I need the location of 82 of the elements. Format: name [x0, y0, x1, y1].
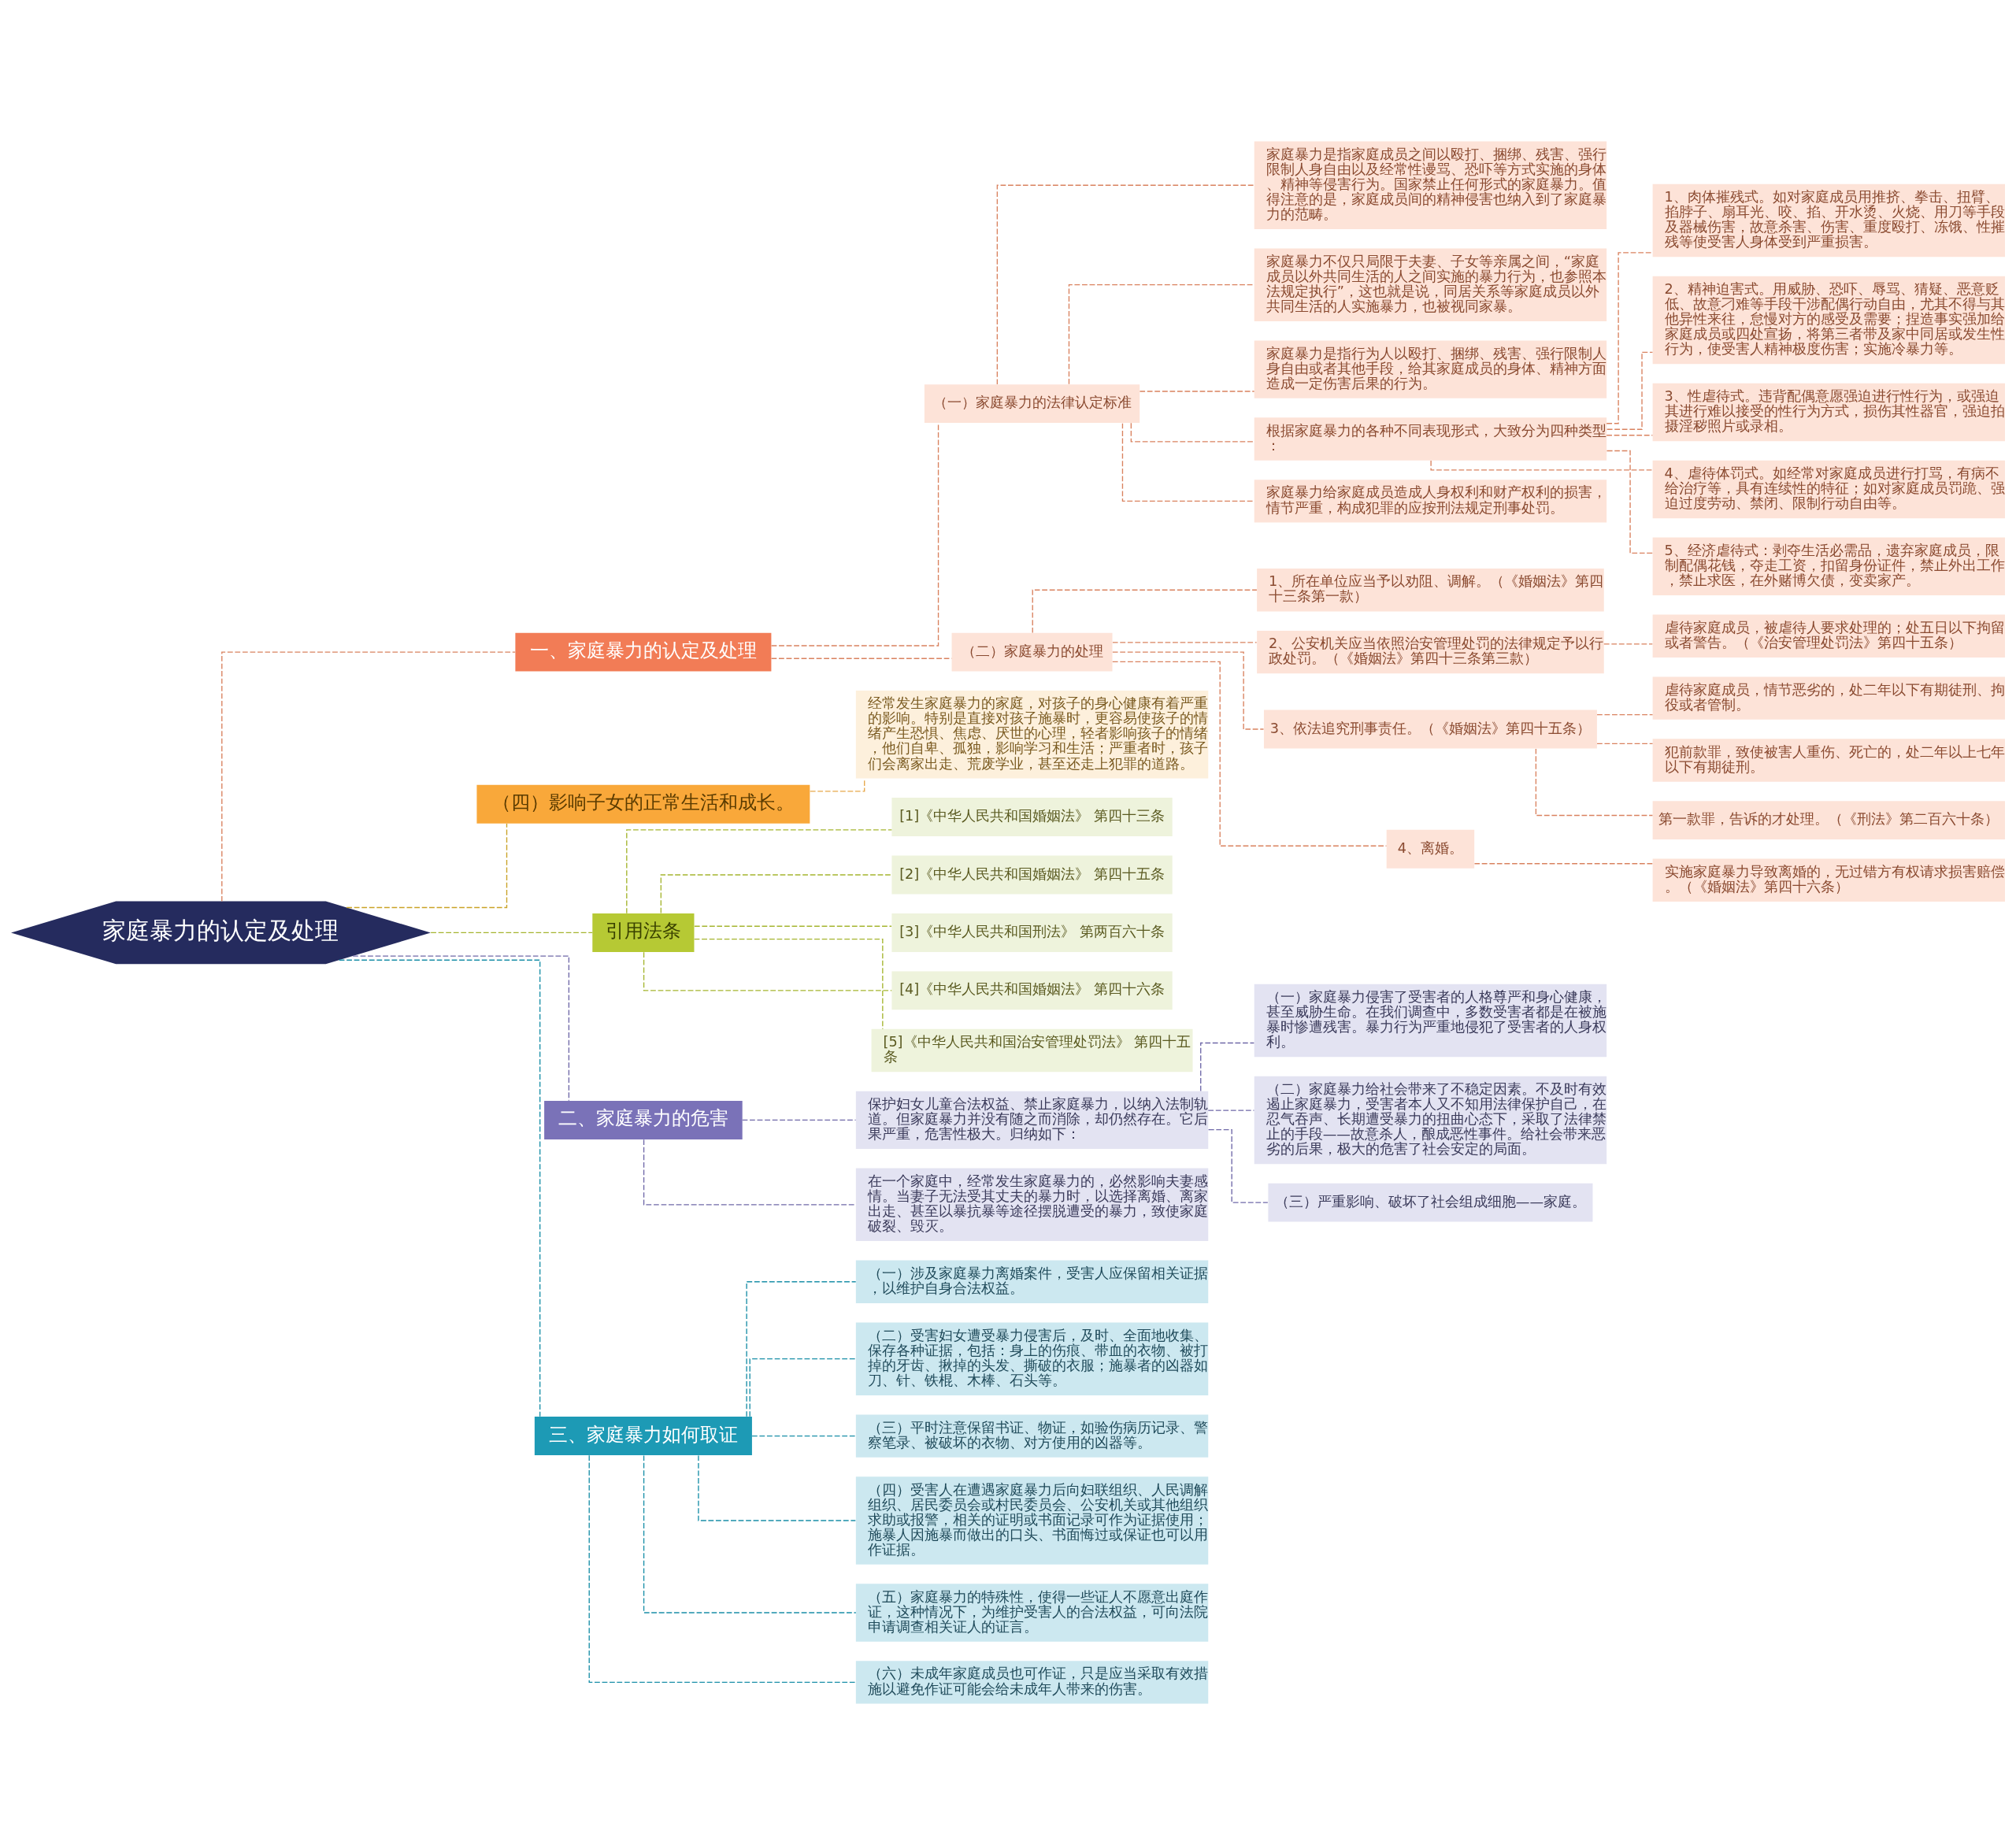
- node-box: 三、家庭暴力如何取证: [534, 1417, 752, 1456]
- node-box: [4]《中华人民共和国婚姻法》 第四十六条: [891, 971, 1173, 1010]
- node-box: （三）严重影响、破坏了社会组成细胞——家庭。: [1268, 1183, 1593, 1222]
- node-box: 家庭暴力给家庭成员造成人身权利和财产权利的损害，情节严重，构成犯罪的应按刑法规定刑事处罚。: [1254, 480, 1607, 523]
- connector: [1121, 423, 1255, 502]
- node-box: 经常发生家庭暴力的家庭，对孩子的身心健康有着严重的影响。特别是直接对孩子施暴时，更容易使孩子的情绪产生恐惧、焦虑、厌世的心理，轻者影响孩子的情绪，他们自卑、孤独，影响学习和生活；严重者时，孩子们会离家出走、荒废学业，甚至还走上犯罪的道路。: [855, 691, 1209, 779]
- connector: [352, 955, 570, 1102]
- connector: [1130, 422, 1255, 443]
- connector: [1535, 748, 1654, 817]
- connector: [1473, 863, 1654, 865]
- node-box: （五）家庭暴力的特殊性，使得一些证人不愿意出庭作证，这种情况下，为维护受害人的合法权益，可向法院申请调查相关证人的证言。: [855, 1584, 1209, 1642]
- node-box: 家庭暴力是指行为人以殴打、捆绑、残害、强行限制人身自由或者其他手段，给其家庭成员的身体、精神方面造成一定伤害后果的行为。: [1254, 340, 1607, 398]
- node-box: （二）家庭暴力的处理: [951, 632, 1113, 672]
- node-box: 引用法条: [592, 913, 695, 952]
- node-box: （二）家庭暴力给社会带来了不稳定因素。不及时有效遏止家庭暴力，受害者本人又不知用法律保护自己，在忍气吞声、长期遭受暴力的扭曲心态下，采取了法律禁止的手段——故意杀人，酿成恶性事件。给社会带来恶劣的后果，极大的危害了社会安定的局面。: [1254, 1076, 1607, 1165]
- connector: [1606, 435, 1653, 436]
- node-box: 虐待家庭成员，被虐待人要求处理的；处五日以下拘留或者警告。（《治安管理处罚法》第四十五条）: [1652, 614, 2006, 658]
- node-box: [3]《中华人民共和国刑法》 第两百六十条: [891, 913, 1173, 952]
- connector: [339, 959, 541, 1417]
- connector: [1207, 1128, 1269, 1203]
- connector: [221, 651, 516, 902]
- node-box: （一）家庭暴力的法律认定标准: [924, 384, 1140, 424]
- node-box: 根据家庭暴力的各种不同表现形式，大致分为四种类型：: [1254, 417, 1607, 461]
- node-box: 一、家庭暴力的认定及处理: [515, 632, 772, 672]
- node-box: 保护妇女儿童合法权益、禁止家庭暴力，以纳入法制轨道。但家庭暴力并没有随之而消除，却仍然存在。它后果严重，危害性极大。归纳如下：: [855, 1091, 1209, 1150]
- node-box: 1、肉体摧残式。如对家庭成员用推挤、拳击、扭臂、掐脖子、扇耳光、咬、掐、开水烫、火烧、用刀等手段及器械伤害，故意杀害、伤害、重度殴打、冻饿、性摧残等使受害人身体受到严重损害。: [1652, 183, 2006, 257]
- connector: [643, 1454, 857, 1613]
- node-box: [2]《中华人民共和国婚姻法》 第四十五条: [891, 855, 1173, 895]
- node-box: 1、所在单位应当予以劝阻、调解。（《婚姻法》第四十三条第一款）: [1257, 569, 1604, 612]
- connector: [1068, 284, 1254, 385]
- connector: [1596, 714, 1654, 716]
- node-box: （二）受害妇女遭受暴力侵害后，及时、全面地收集、保存各种证据，包括：身上的伤痕、带血的衣物、被打掉的牙齿、揪掉的头发、撕破的衣服；施暴者的凶器如刀、针、铁棍、木棒、石头等。: [855, 1322, 1209, 1395]
- connector: [1112, 651, 1265, 730]
- connector: [626, 829, 892, 914]
- node-box: [5]《中华人民共和国治安管理处罚法》 第四十五条: [871, 1028, 1193, 1073]
- connector: [698, 1454, 856, 1521]
- node-box: 二、家庭暴力的危害: [544, 1100, 743, 1139]
- connector: [1032, 589, 1258, 634]
- node-box: 4、离婚。: [1386, 829, 1475, 869]
- node-box: [1]《中华人民共和国婚姻法》 第四十三条: [891, 798, 1173, 837]
- connector: [1606, 252, 1653, 424]
- node-box: 家庭暴力是指家庭成员之间以殴打、捆绑、残害、强行限制人身自由以及经常性谩骂、恐吓等方式实施的身体、精神等侵害行为。国家禁止任何形式的家庭暴力。值得注意的是，家庭成员间的精神侵害也纳入到了家庭暴力的范畴。: [1254, 141, 1607, 229]
- connector: [1139, 391, 1255, 392]
- connector: [643, 1139, 857, 1206]
- connector: [660, 874, 892, 914]
- node-box: 犯前款罪，致使被害人重伤、死亡的，处二年以上七年以下有期徒刑。: [1652, 739, 2006, 782]
- connector: [1200, 1042, 1255, 1092]
- connector: [996, 184, 1255, 385]
- connector: [1207, 1110, 1255, 1111]
- node-box: 在一个家庭中，经常发生家庭暴力的，必然影响夫妻感情。当妻子无法受其丈夫的暴力时，以选择离婚、离家出走、甚至以暴抗暴等途径摆脱遭受的暴力，致使家庭破裂、毁灭。: [855, 1168, 1209, 1242]
- node-box: （三）平时注意保留书证、物证，如验伤病历记录、警察笔录、被破坏的衣物、对方使用的凶器等。: [855, 1414, 1209, 1458]
- connector: [1596, 743, 1654, 745]
- connector: [430, 932, 593, 934]
- connector: [751, 1435, 857, 1437]
- node-box: 4、虐待体罚式。如经常对家庭成员进行打骂，有病不给治疗等，具有连续性的特征；如对家庭成员罚跪、强迫过度劳动、禁闭、限制行动自由等。: [1652, 460, 2006, 519]
- connector: [694, 938, 884, 1030]
- node-box: （六）未成年家庭成员也可作证，只是应当采取有效措施以避免作证可能会给未成年人带来的伤害。: [855, 1661, 1209, 1704]
- connector: [742, 1119, 857, 1121]
- connector: [746, 1281, 857, 1417]
- connector: [1606, 351, 1654, 430]
- node-box: （一）家庭暴力侵害了受害者的人格尊严和身心健康，甚至威胁生命。在我们调查中，多数受害者都是在被施暴时惨遭残害。暴力行为严重地侵犯了受害者的人身权利。: [1254, 984, 1607, 1058]
- connector: [643, 951, 892, 991]
- connector: [588, 1454, 857, 1684]
- connector: [1430, 460, 1654, 471]
- node-box: 第一款罪，告诉的才处理。（《刑法》第二百六十条）: [1652, 801, 2006, 840]
- connector: [346, 823, 508, 909]
- node-box: 3、依法追究刑事责任。（《婚姻法》第四十五条）: [1263, 709, 1597, 749]
- node-box: 3、性虐待式。违背配偶意愿强迫进行性行为，或强迫其进行难以接受的性行为方式，损伤其性器官，强迫拍摄淫秽照片或录相。: [1652, 383, 2006, 442]
- node-box: 家庭暴力不仅只局限于夫妻、子女等亲属之间，“家庭成员以外共同生活的人之间实施的暴力行为，也参照本法规定执行”，这也就是说，同居关系等家庭成员以外共同生活的人实施暴力，也被视同家暴。: [1254, 248, 1607, 321]
- node-box: （四）影响子女的正常生活和成长。: [476, 784, 810, 824]
- node-box: 5、经济虐待式：剥夺生活必需品，遗弃家庭成员，限制配偶花钱，夺走工资，扣留身份证件，禁止外出工作，禁止求医，在外赌博欠债，变卖家产。: [1652, 537, 2006, 596]
- node-box: （一）涉及家庭暴力离婚案件，受害人应保留相关证据，以维护自身合法权益。: [855, 1260, 1209, 1303]
- node-box: 虐待家庭成员，情节恶劣的，处二年以下有期徒刑、拘役或者管制。: [1652, 676, 2006, 720]
- connector: [749, 1358, 857, 1417]
- connector: [694, 925, 892, 927]
- node-box: （四）受害人在遭遇家庭暴力后向妇联组织、人民调解组织、居民委员会或村民委员会、公安机关或其他组织求助或报警，相关的证明或书面记录可作为证据使用；施暴人因施暴而做出的口头、书面悔过或保证也可以用作证据。: [855, 1476, 1209, 1565]
- connector: [1603, 643, 1653, 645]
- node-box: 2、公安机关应当依照治安管理处罚的法律规定予以行政处罚。（《婚姻法》第四十三条第三款）: [1257, 630, 1604, 674]
- connector: [1112, 642, 1258, 643]
- node-box: 2、精神迫害式。用威胁、恐吓、辱骂、猜疑、恶意贬低、故意刁难等手段干涉配偶行动自由，尤其不得与其他异性来往，怠慢对方的感受及需要；捏造事实强加给家庭成员或四处宣扬，将第三者带及家中同居或发生性行为，使受害人精神极度伤害；实施冷暴力等。: [1652, 276, 2006, 365]
- connector: [810, 778, 865, 792]
- node-box: 实施家庭暴力导致离婚的，无过错方有权请求损害赔偿。（《婚姻法》第四十六条）: [1652, 858, 2006, 902]
